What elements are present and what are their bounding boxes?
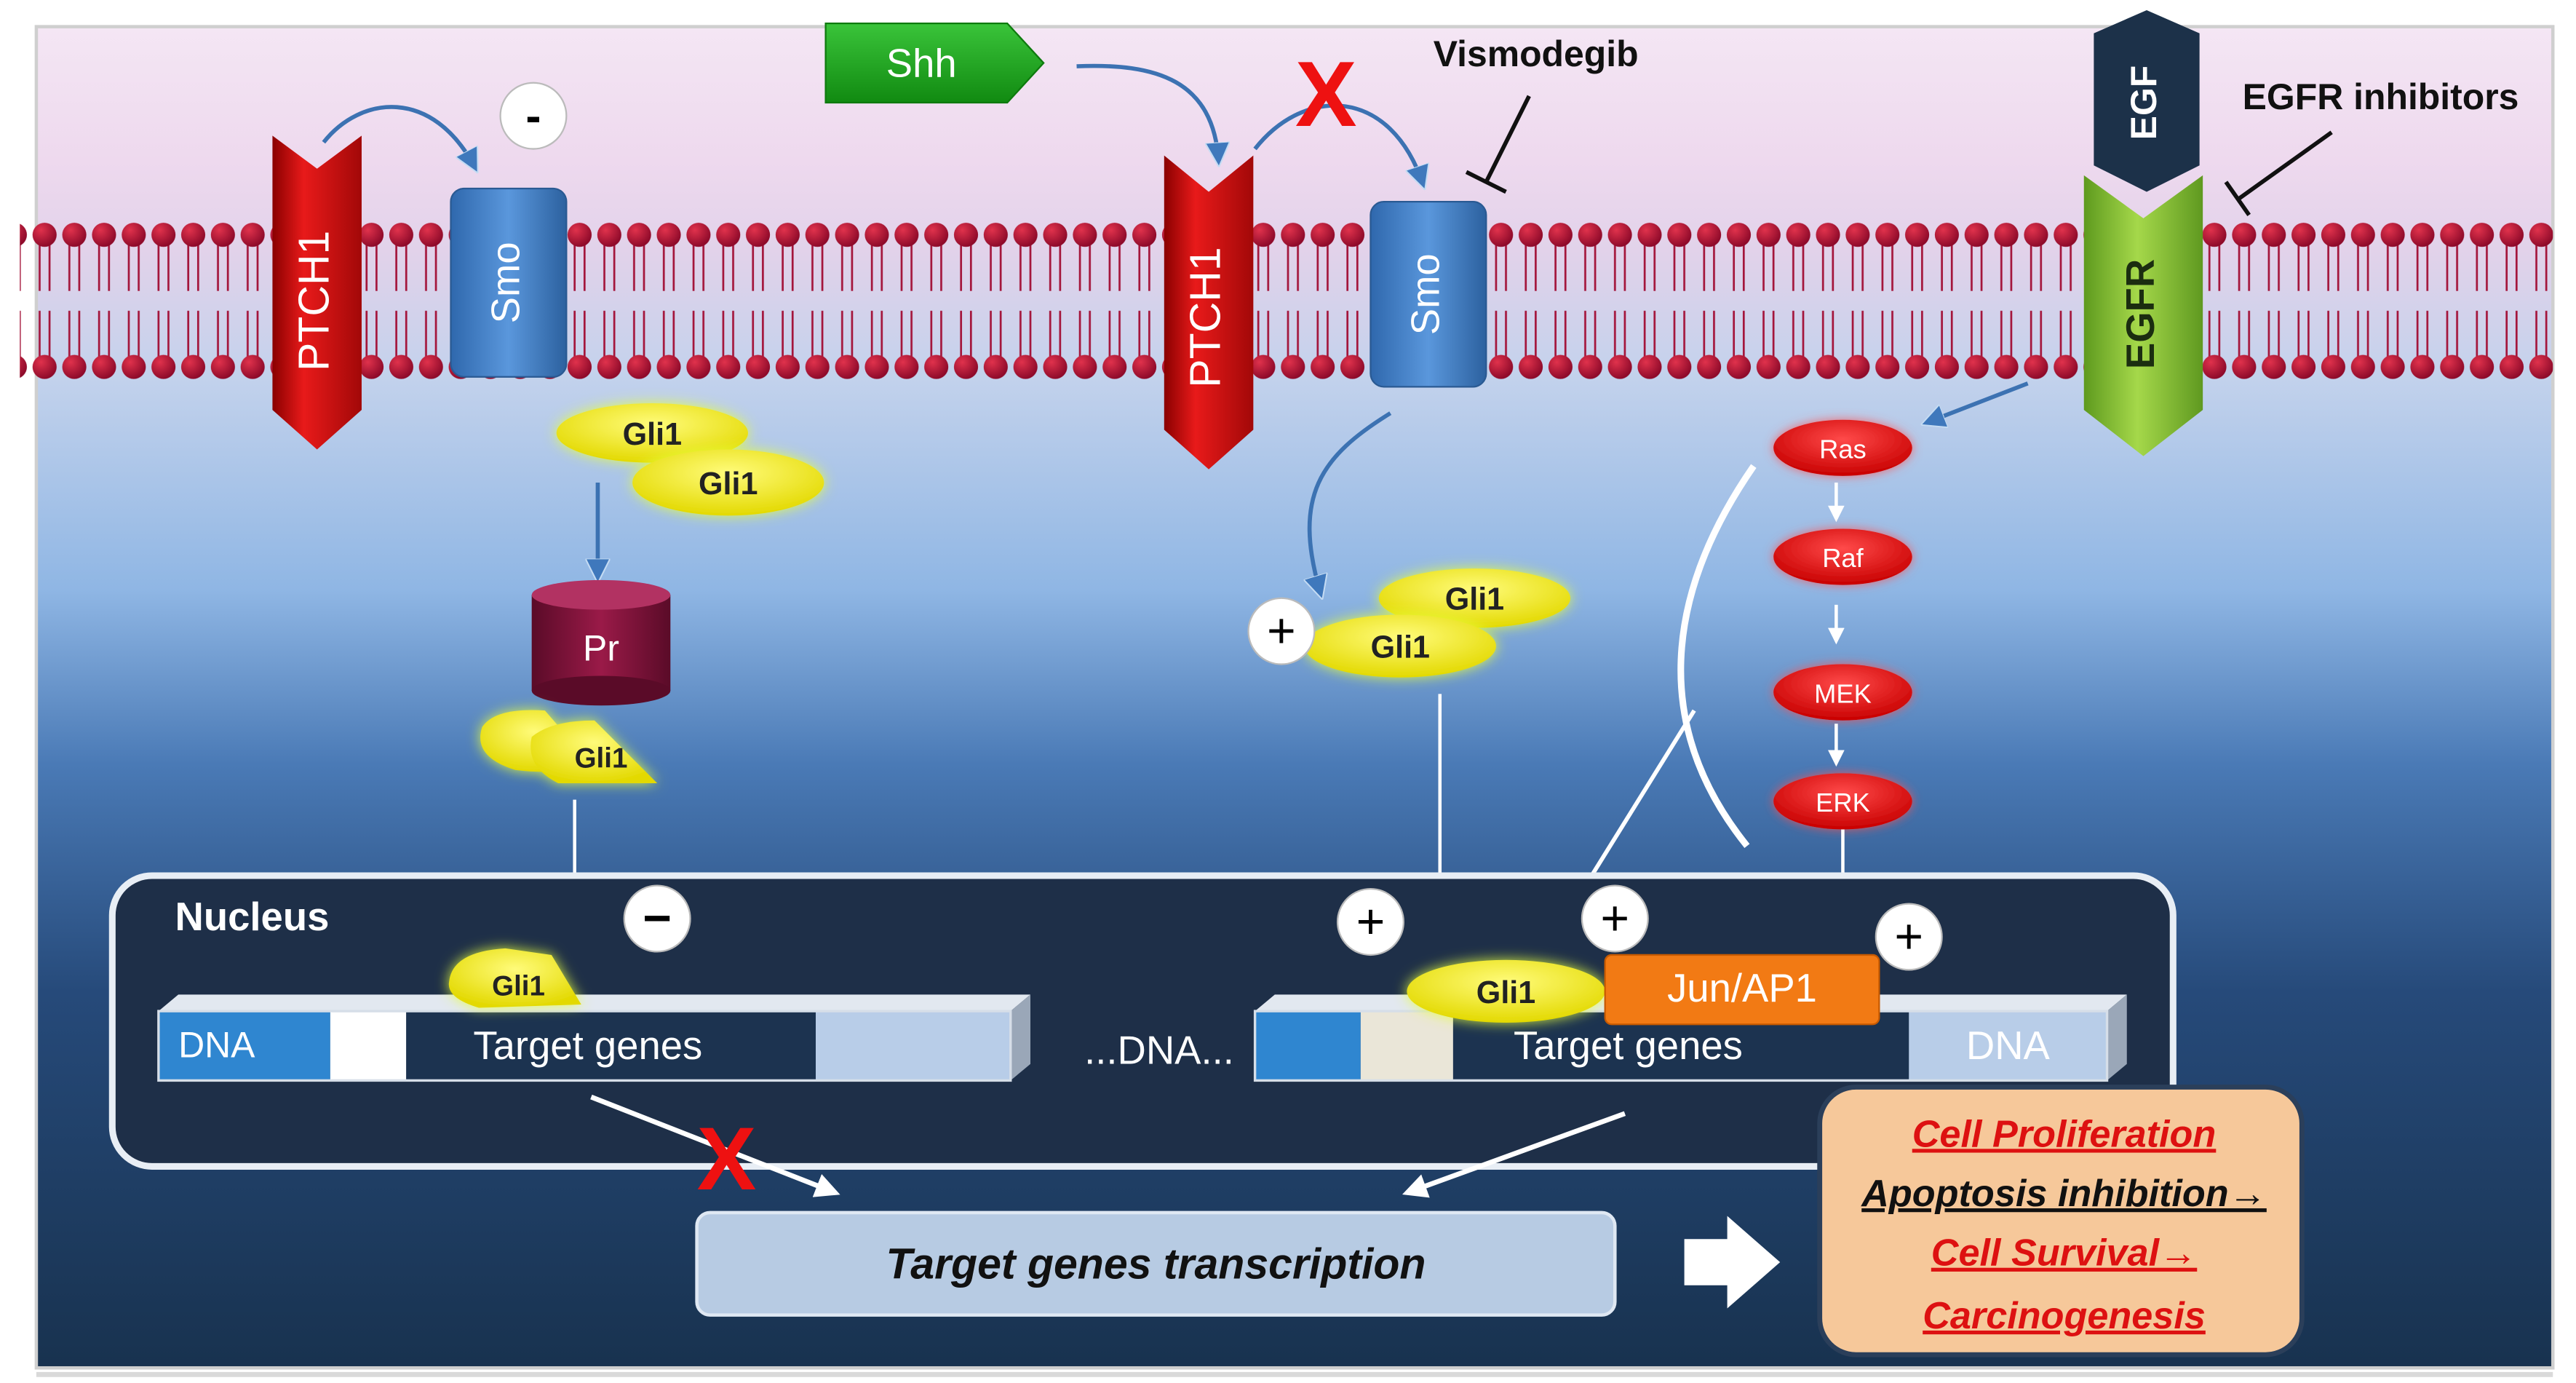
svg-text:Smo: Smo	[1403, 253, 1447, 335]
outcome-item: Cell Proliferation	[1912, 1113, 2217, 1155]
plus-sign-nucleus-1: +	[1336, 888, 1404, 956]
minus-sign-nucleus: −	[623, 884, 691, 953]
gli1-right-a: Gli1	[1304, 614, 1496, 678]
svg-text:Vismodegib: Vismodegib	[1434, 33, 1639, 74]
svg-text:DNA: DNA	[178, 1025, 255, 1066]
dna-strand-left: DNA Target genes	[157, 994, 1030, 1082]
gli1-left-a: Gli1	[556, 403, 748, 463]
gli1-nuclear-left: Gli1	[448, 948, 581, 1008]
svg-text:Shh: Shh	[886, 41, 957, 85]
svg-text:+: +	[1356, 894, 1386, 949]
svg-text:MEK: MEK	[1814, 678, 1872, 708]
svg-text:PTCH1: PTCH1	[1182, 247, 1230, 387]
svg-text:Nucleus: Nucleus	[175, 895, 330, 939]
svg-text:Jun/AP1: Jun/AP1	[1667, 966, 1817, 1010]
svg-text:EGFR inhibitors: EGFR inhibitors	[2243, 76, 2519, 117]
plus-sign-nucleus-2: +	[1581, 884, 1649, 953]
svg-text:Gli1: Gli1	[575, 742, 628, 774]
outcome-block-arrow	[1684, 1216, 1781, 1309]
svg-text:+: +	[1267, 603, 1296, 659]
dna-middle-label: ...DNA...	[1084, 1029, 1234, 1073]
kinase-erk: ERK	[1773, 773, 1912, 830]
svg-text:+: +	[1600, 891, 1629, 946]
svg-text:PTCH1: PTCH1	[290, 231, 338, 371]
svg-text:Target genes: Target genes	[473, 1023, 702, 1068]
svg-text:DNA: DNA	[1966, 1023, 2051, 1068]
svg-text:Ras: Ras	[1819, 434, 1867, 464]
ptch1-right: PTCH1	[1164, 155, 1254, 469]
svg-text:Pr: Pr	[583, 628, 619, 669]
gli1-right-b: Gli1	[1378, 568, 1571, 628]
svg-text:EGF: EGF	[2123, 66, 2164, 140]
outcome-item: Carcinogenesis	[1923, 1295, 2206, 1337]
kinase-raf: Raf	[1773, 528, 1912, 585]
svg-text:-: -	[525, 90, 541, 141]
nucleus: Nucleus	[108, 872, 2177, 1170]
egfr-inhibition	[2224, 130, 2333, 216]
smo-right: Smo	[1370, 201, 1487, 388]
crosstalk-bracket	[1677, 464, 1757, 849]
x-mark-bottom: X	[697, 1109, 757, 1208]
outcomes-box	[1817, 1085, 2305, 1358]
svg-text:Target genes transcription: Target genes transcription	[886, 1240, 1426, 1288]
egfr-inhibitors-label: EGFR inhibitors	[2243, 76, 2519, 117]
kinase-ras: Ras	[1773, 419, 1912, 476]
egfr-receptor: EGFR	[2083, 175, 2203, 456]
gli1-nuclear-right: Gli1	[1407, 959, 1605, 1023]
svg-text:Smo: Smo	[483, 242, 528, 323]
minus-sign-top: -	[499, 82, 568, 150]
svg-text:Gli1: Gli1	[1445, 582, 1504, 617]
svg-text:Gli1: Gli1	[1371, 630, 1430, 665]
gli1-cleaved: Gli1	[480, 710, 658, 783]
egfr-to-ras-arrow	[1925, 381, 2029, 423]
gli1-left-b: Gli1	[632, 449, 824, 516]
shh-to-ptch1-arrow	[1076, 63, 1219, 162]
ptch1-smo-arrow-blocked	[1253, 103, 1423, 185]
svg-text:Gli1: Gli1	[699, 467, 758, 502]
svg-text:Target genes: Target genes	[1514, 1023, 1743, 1068]
svg-text:EGFR: EGFR	[2118, 259, 2163, 369]
egf-ligand: EGF	[2094, 9, 2200, 192]
proteasome: Pr	[531, 579, 671, 706]
plus-sign-nucleus-3: +	[1875, 903, 1943, 971]
outcome-item: Cell Survival→	[1931, 1232, 2197, 1275]
vismodegib-inhibition	[1465, 95, 1531, 194]
svg-text:+: +	[1894, 909, 1923, 964]
svg-text:Gli1: Gli1	[1476, 975, 1535, 1010]
left-transcription-arrow	[590, 1094, 840, 1197]
svg-text:ERK: ERK	[1816, 788, 1870, 817]
transcription-box: Target genes transcription	[695, 1210, 1617, 1317]
svg-text:Raf: Raf	[1822, 543, 1864, 573]
jun-ap1-factor: Jun/AP1	[1604, 954, 1880, 1026]
plus-sign-gli: +	[1247, 597, 1316, 665]
smo-left: Smo	[450, 187, 568, 378]
outcome-item: Apoptosis inhibition→	[1860, 1173, 2267, 1215]
shh-ligand: Shh	[824, 22, 1045, 104]
ptch1-left: PTCH1	[272, 135, 362, 450]
ptch1-smo-inhibition-arrow	[322, 105, 476, 169]
right-transcription-arrow	[1402, 1111, 1626, 1198]
vismodegib-label: Vismodegib	[1434, 33, 1639, 74]
x-mark-top: X	[1295, 42, 1357, 146]
svg-text:Gli1: Gli1	[623, 417, 682, 452]
svg-text:−: −	[643, 891, 672, 946]
smo-to-gli1-arrow	[1310, 411, 1392, 595]
kinase-mek: MEK	[1773, 664, 1912, 721]
svg-text:Gli1: Gli1	[492, 971, 545, 1002]
